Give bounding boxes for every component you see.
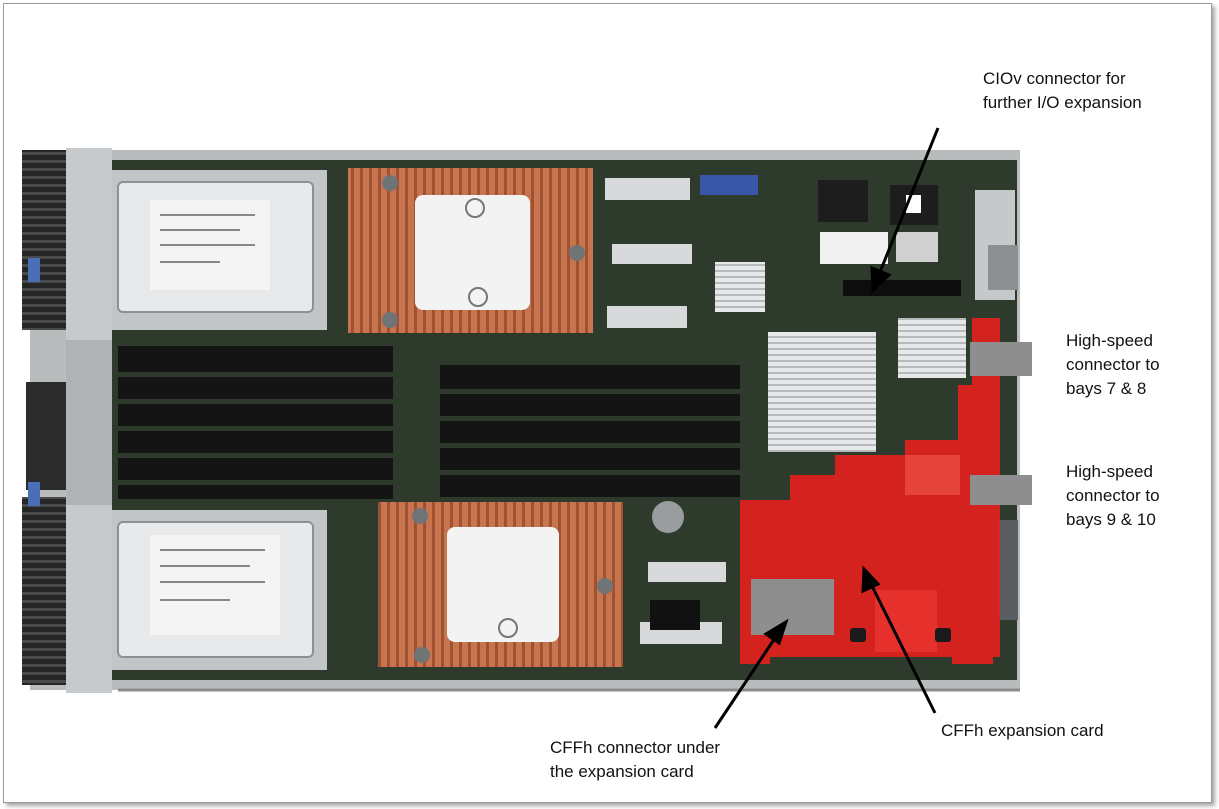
board-components [605,175,1018,644]
ciov-connector-label: CIOv connector for further I/O expansion [983,69,1142,112]
cffh-card-arrow [869,583,937,714]
cffh-connector-label: CFFh connector under the expansion card [550,738,721,781]
dimm-slots-right [440,365,740,497]
high-speed-connector-bays-7-8-marker [970,342,1032,376]
cffh-expansion-card-label: CFFh expansion card [941,721,1104,740]
hard-drive-bottom [112,510,327,670]
dimm-slots-left [118,346,393,499]
high-speed-connector-bays-7-8-label: High-speed connector to bays 7 & 8 [1066,331,1160,398]
high-speed-connector-bays-9-10-marker [970,475,1032,505]
high-speed-connector-bays-9-10-label: High-speed connector to bays 9 & 10 [1066,462,1160,529]
cffh-expansion-card [740,318,1000,664]
ciov-arrow [878,127,940,273]
front-bezel-top [22,150,70,330]
cpu-heatsink-bottom [378,502,623,667]
ciov-connector [843,280,961,296]
chipset-heatsink [768,332,876,452]
cffh-connector-arrow [713,634,779,729]
front-bezel-middle [26,382,66,490]
small-heatsink [898,318,966,378]
cpu-heatsink-top [348,168,593,333]
hard-drive-top [112,170,327,330]
front-bezel-bottom [22,497,70,685]
cffh-connector-marker [751,579,834,635]
